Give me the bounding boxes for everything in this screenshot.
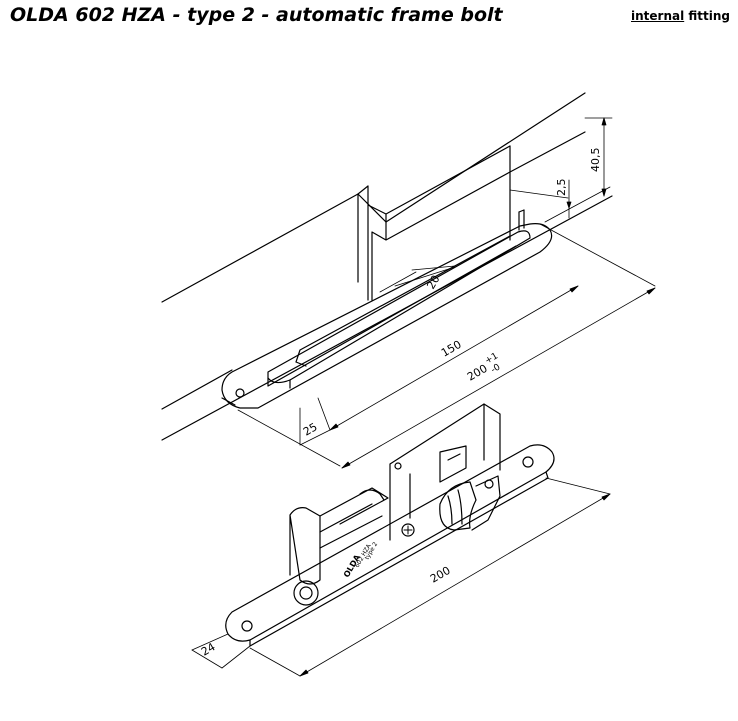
lower-dimension-texts: 200 24 <box>199 564 453 659</box>
frame-edge-rebate <box>385 92 586 223</box>
mortise-plate <box>221 223 553 409</box>
frame-edge-bottom <box>161 195 613 441</box>
dim-offset: 2,5 <box>555 179 568 197</box>
fitting-type-label: internal fitting <box>631 9 730 23</box>
bolt-mechanism-view <box>225 403 555 647</box>
dim-mortise-length: 200 <box>465 362 490 384</box>
screw-hole-top-inner <box>484 479 494 489</box>
dim-slot-length: 150 <box>439 338 464 360</box>
housing-box <box>389 403 501 541</box>
lower-dimensions <box>191 477 611 677</box>
trigger-latch-face <box>447 489 463 525</box>
trigger-latch <box>439 475 501 531</box>
plate-marking: OLDA 602 HZA type 2 <box>342 541 379 579</box>
frame-edge-bottom-2 <box>221 397 236 406</box>
spindle-inner <box>299 586 313 600</box>
screw-hole-top <box>522 456 534 468</box>
screw-hole-bottom <box>241 620 253 632</box>
center-screw-slot <box>403 525 413 535</box>
dim-slot-width: 20 <box>424 273 442 292</box>
upper-dimension-texts: 40,5 2,5 20 150 200 +1 -0 25 <box>301 148 602 439</box>
housing-pivot-hole <box>394 462 402 470</box>
mortise-plate-inner <box>267 230 531 384</box>
page-title: OLDA 602 HZA - type 2 - automatic frame … <box>10 4 503 26</box>
face-plate-edge <box>249 471 549 647</box>
bolt-arm <box>319 487 389 549</box>
fitting-keyword: internal <box>631 9 685 23</box>
frame-edge-top <box>161 193 359 303</box>
mortise-screw-hole <box>235 388 245 398</box>
dim-end-distance: 25 <box>301 420 320 438</box>
bolt-cylinder <box>289 507 321 585</box>
dim-frame-height: 40,5 <box>589 148 602 173</box>
frame-edge-rebate-back <box>357 193 387 223</box>
bolt-pin <box>518 209 525 231</box>
ext-lines <box>237 186 656 467</box>
fitting-rest: fitting <box>684 9 730 23</box>
upper-dimensions <box>299 117 656 469</box>
dim-plate-length: 200 <box>428 564 453 586</box>
frame-edge-lower <box>161 369 233 410</box>
dim-plate-width: 24 <box>199 640 218 658</box>
rebate-step <box>357 131 586 301</box>
center-screw <box>401 523 415 537</box>
frame-mortise-view <box>161 92 656 467</box>
mortise-plate-depth <box>267 245 517 389</box>
mortise-lip <box>295 235 511 367</box>
spindle-outer <box>293 580 319 606</box>
